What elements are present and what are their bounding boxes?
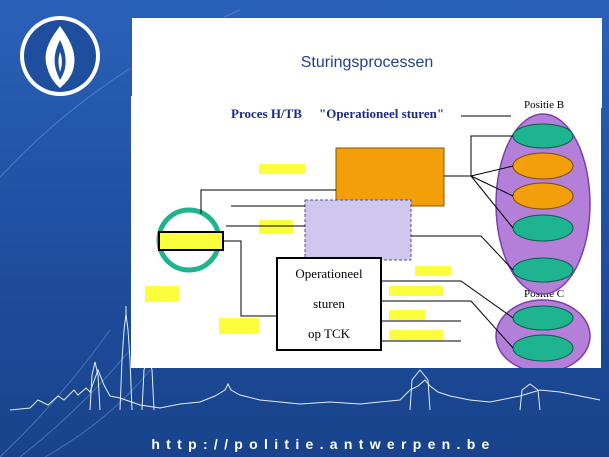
yellow-label-5 [415,266,451,276]
main-box-line-1: Operationeel [295,266,363,281]
process-diagram-canvas: Proces H/TB "Operationeel sturen" Positi… [145,99,591,373]
footer-bar: http://politie.antwerpen.be [0,432,609,457]
yellow-label-8 [389,330,443,340]
diagram-heading-quote: "Operationeel sturen" [319,106,444,121]
process-node-b3 [512,182,574,210]
yellow-label-4 [219,318,259,334]
connector-lines [200,115,514,349]
main-box-line-2: sturen [313,296,345,311]
process-node-b4 [512,214,574,242]
process-node-b2 [512,152,574,180]
yellow-label-1 [259,164,305,174]
process-node-c1 [512,305,574,331]
yellow-label-7 [389,310,425,320]
slide-title: Sturingsprocessen [300,54,434,71]
yellow-label-3 [145,286,179,302]
process-node-c2 [512,334,574,362]
yellow-label-6 [389,286,443,296]
police-flame-logo-icon [20,16,100,96]
position-b-label: Positie B [524,99,564,111]
footer-url[interactable]: http://politie.antwerpen.be [151,436,496,452]
process-node-b5 [512,257,574,283]
process-diagram: Proces H/TB "Operationeel sturen" Positi… [131,96,601,373]
diagram-heading: Proces H/TB [231,106,302,121]
orange-process-box [335,147,445,207]
yellow-label-2 [259,220,293,234]
cis-yellow-box [158,231,224,251]
lavender-process-box [304,199,412,261]
main-process-box [276,257,382,351]
title-box: Sturingsprocessen [131,17,602,108]
main-box-line-3: op TCK [308,326,351,341]
process-node-b1 [512,123,574,149]
